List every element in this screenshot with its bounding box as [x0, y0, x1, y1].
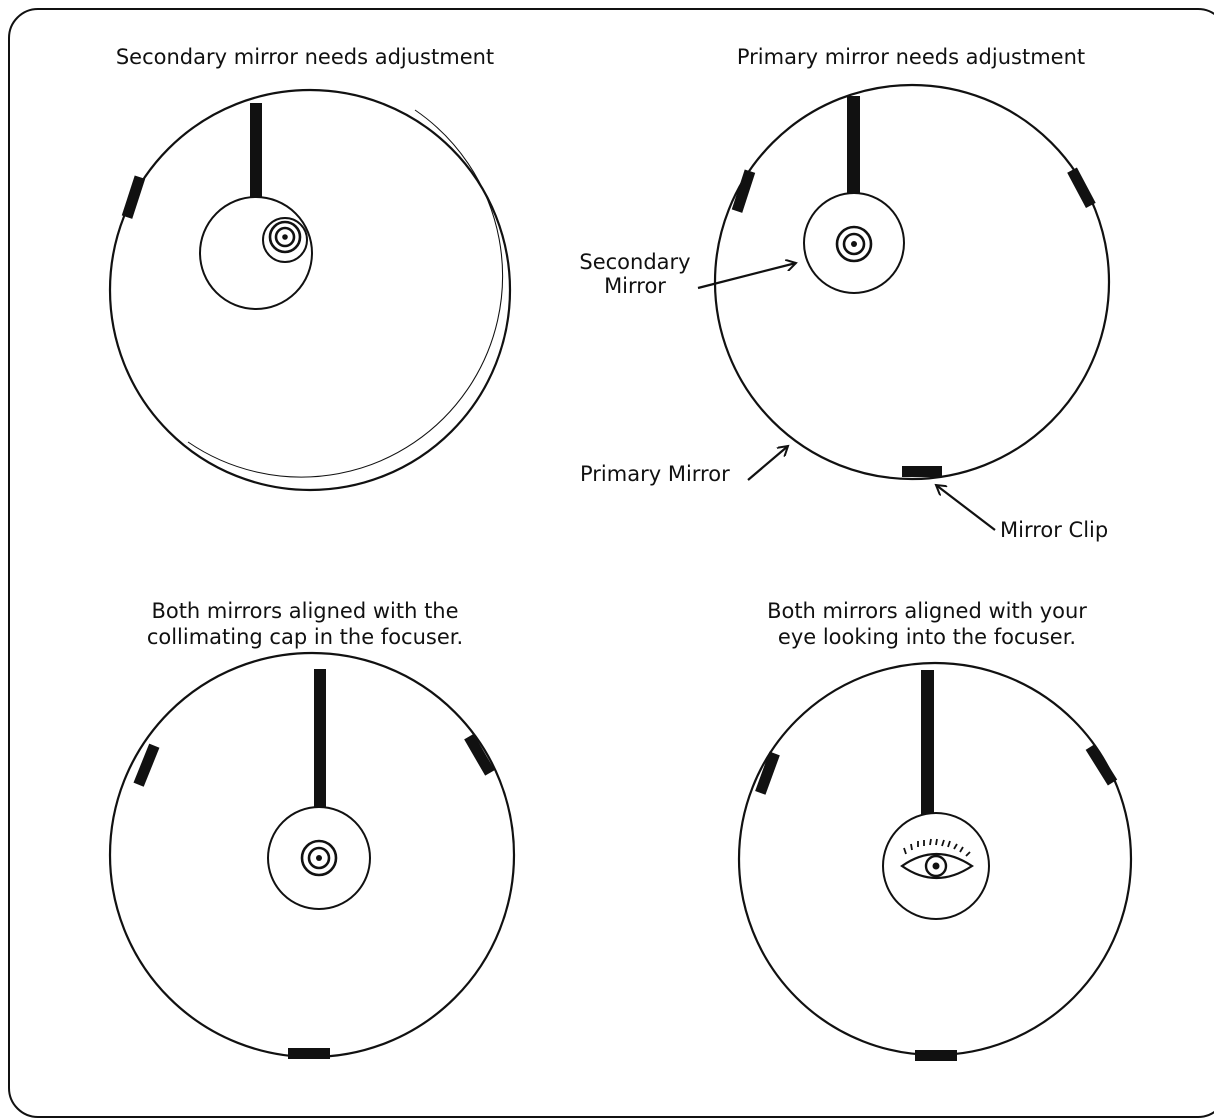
mirror-clip-right	[1067, 167, 1096, 209]
mirror-clip-arrow	[936, 485, 996, 531]
panel-4-title-line-2: eye looking into the focuser.	[777, 625, 1077, 649]
panel-3-diagram	[108, 651, 516, 1059]
spider-vane	[314, 669, 326, 817]
panel-3-title-line-1: Both mirrors aligned with the	[151, 599, 459, 623]
cap-center-dot	[851, 241, 857, 247]
primary-mirror-outline	[108, 88, 512, 492]
panel-3-title: Both mirrors aligned with the collimatin…	[70, 598, 540, 650]
spider-vane	[921, 670, 934, 818]
panel-2-title: Primary mirror needs adjustment	[736, 45, 1086, 69]
panel-1-title: Secondary mirror needs adjustment	[115, 45, 495, 69]
panel-4-diagram	[737, 661, 1133, 1061]
panel-3-title-line-2: collimating cap in the focuser.	[146, 625, 464, 649]
cap-ring-inner	[307, 846, 331, 870]
spider-vane	[847, 96, 860, 198]
cap-center-dot	[282, 234, 288, 240]
eye-pupil	[932, 862, 940, 870]
eye-iris	[924, 854, 948, 878]
mirror-clip-left	[133, 743, 160, 787]
mirror-clip-right	[1085, 744, 1118, 786]
secondary-mirror-label-line-2: Mirror	[604, 274, 666, 298]
primary-mirror-arrow	[747, 446, 788, 481]
cap-ring-outer	[300, 839, 338, 877]
mirror-clip-left	[755, 751, 780, 795]
secondary-mirror-arrow	[697, 263, 796, 290]
secondary-mirror-label: Secondary Mirror	[570, 250, 700, 298]
cap-ring-inner	[842, 232, 866, 256]
panel-2-diagram	[697, 83, 1111, 531]
offset-reflection-ring	[262, 217, 308, 263]
cap-ring-outer	[268, 220, 302, 254]
panel-1-diagram	[108, 88, 512, 492]
cap-ring-inner	[274, 226, 296, 248]
panel-4-title: Both mirrors aligned with your eye looki…	[692, 598, 1162, 650]
secondary-mirror	[199, 196, 313, 310]
primary-mirror-label: Primary Mirror	[580, 462, 730, 486]
eyelashes	[903, 838, 971, 857]
secondary-mirror-label-line-1: Secondary	[579, 250, 691, 274]
primary-mirror-outline	[713, 83, 1111, 481]
spider-vane	[250, 103, 262, 198]
cap-center-dot	[316, 855, 322, 861]
primary-crescent-shadow	[187, 109, 504, 478]
mirror-clip-left	[121, 175, 146, 219]
mirror-clip-bottom	[915, 1050, 957, 1061]
cap-ring-outer	[835, 225, 873, 263]
mirror-clip-right	[464, 733, 495, 776]
mirror-clip-bottom	[902, 466, 942, 477]
mirror-clip-bottom	[288, 1048, 330, 1059]
mirror-clip-label: Mirror Clip	[1000, 518, 1109, 542]
mirror-clip-left	[731, 169, 756, 213]
panel-4-title-line-1: Both mirrors aligned with your	[767, 599, 1087, 623]
